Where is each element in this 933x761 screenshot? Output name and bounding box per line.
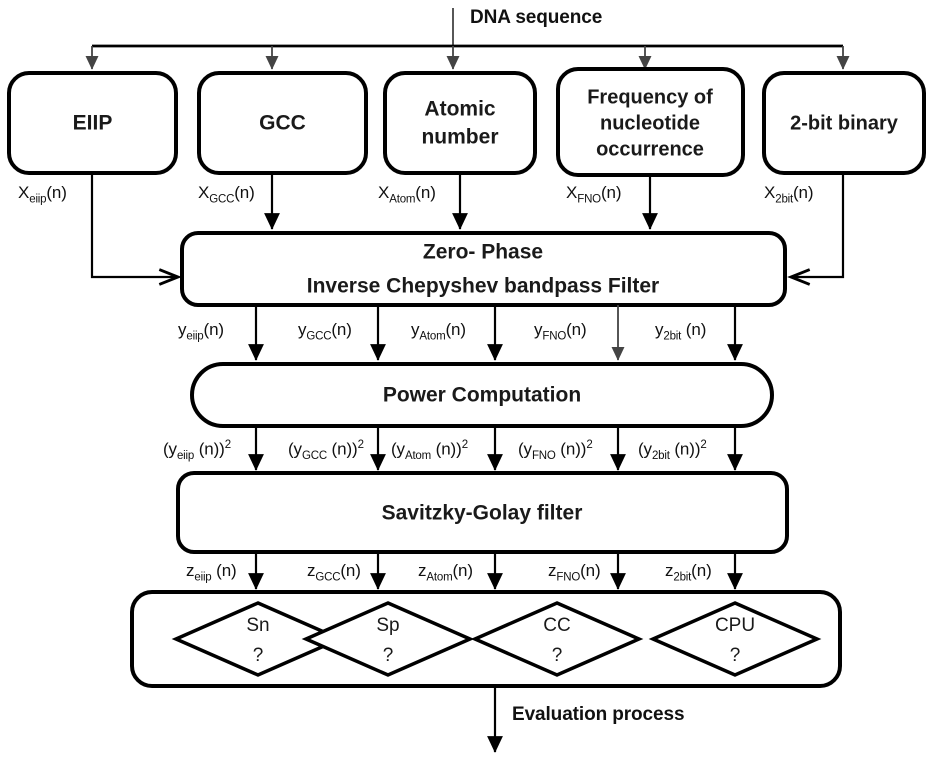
signal-label-x-eiip: Xeiip(n) — [18, 183, 67, 206]
savitzky-golay-block[interactable]: Savitzky-Golay filter — [176, 471, 789, 554]
encoding-box-atomic-number[interactable]: Atomic number — [383, 71, 537, 175]
signal-label-z-fno: zFNO(n) — [548, 561, 601, 584]
metric-diamond-sn[interactable]: Sn ? — [171, 601, 345, 677]
signal-label-z-eiip: zeiip (n) — [186, 561, 237, 584]
metric-diamond-sn-query: ? — [253, 645, 264, 666]
page-title: DNA sequence — [470, 7, 603, 28]
signal-label-x-atom: XAtom(n) — [378, 183, 436, 206]
signal-label-y-gcc: yGCC(n) — [298, 320, 352, 343]
metric-diamond-sp-query: ? — [383, 645, 394, 666]
encoding-box-2bit-binary-label: 2-bit binary — [790, 112, 899, 134]
signal-label-z-2bit: z2bit(n) — [665, 561, 712, 584]
encoding-box-atomic-number-label-line1: Atomic — [424, 98, 495, 121]
metric-diamond-cc-query: ? — [552, 645, 563, 666]
encoding-box-2bit-binary[interactable]: 2-bit binary — [762, 71, 926, 175]
encoding-box-gcc[interactable]: GCC — [197, 71, 368, 175]
power-to-smoothing-connectors — [248, 426, 743, 471]
dna-trunk-connector — [85, 8, 850, 70]
savitzky-golay-label: Savitzky-Golay filter — [382, 502, 583, 525]
signal-label-power-atom: (yAtom (n))2 — [391, 439, 468, 463]
filter-to-power-connectors — [248, 305, 743, 361]
encoding-box-eiip[interactable]: EIIP — [7, 71, 178, 175]
filter-block-line2: Inverse Chepyshev bandpass Filter — [307, 275, 659, 298]
metric-diamond-cc[interactable]: CC ? — [470, 601, 644, 677]
signal-label-x-2bit: X2bit(n) — [764, 183, 814, 206]
encoding-box-frequency-label-line3: occurrence — [596, 138, 704, 160]
encoding-box-gcc-label: GCC — [259, 112, 306, 135]
power-computation-label: Power Computation — [383, 384, 581, 407]
metric-diamond-cpu-query: ? — [730, 645, 741, 666]
signal-label-power-gcc: (yGCC (n))2 — [288, 439, 364, 463]
evaluation-process-label: Evaluation process — [512, 704, 685, 725]
signal-label-y-eiip: yeiip(n) — [178, 320, 224, 343]
signal-label-power-fno: (yFNO (n))2 — [518, 439, 593, 463]
encoding-box-eiip-label: EIIP — [73, 112, 113, 135]
signal-label-x-fno: XFNO(n) — [566, 183, 622, 206]
encoding-to-filter-connectors — [90, 173, 845, 286]
encoding-box-frequency-nucleotide[interactable]: Frequency of nucleotide occurrence — [556, 67, 745, 177]
signal-label-power-2bit: (y2bit (n))2 — [638, 439, 707, 463]
signal-label-power-eiip: (yeiip (n))2 — [163, 439, 232, 463]
signal-label-y-atom: yAtom(n) — [411, 320, 466, 343]
metric-diamond-cpu-label: CPU — [715, 615, 755, 636]
metric-diamond-sp-label: Sp — [376, 615, 399, 636]
metric-diamond-cc-label: CC — [543, 615, 570, 636]
signal-label-x-gcc: XGCC(n) — [198, 183, 255, 206]
encoding-box-atomic-number-label-line2: number — [421, 126, 498, 149]
encoding-box-frequency-label-line2: nucleotide — [600, 112, 700, 134]
signal-label-y-fno: yFNO(n) — [534, 320, 587, 343]
filter-block-line1: Zero- Phase — [423, 241, 543, 264]
metric-diamond-sn-label: Sn — [246, 615, 269, 636]
metric-diamond-sp[interactable]: Sp ? — [301, 601, 475, 677]
zero-phase-filter-block[interactable]: Zero- Phase Inverse Chepyshev bandpass F… — [180, 231, 787, 307]
encoding-box-frequency-label-line1: Frequency of — [587, 86, 713, 108]
signal-label-z-gcc: zGCC(n) — [307, 561, 361, 584]
signal-label-y-2bit: y2bit (n) — [655, 320, 707, 343]
smoothing-to-metrics-connectors — [248, 552, 743, 590]
metric-diamond-cpu[interactable]: CPU ? — [648, 601, 822, 677]
power-computation-block[interactable]: Power Computation — [190, 362, 774, 428]
signal-label-z-atom: zAtom(n) — [418, 561, 473, 584]
